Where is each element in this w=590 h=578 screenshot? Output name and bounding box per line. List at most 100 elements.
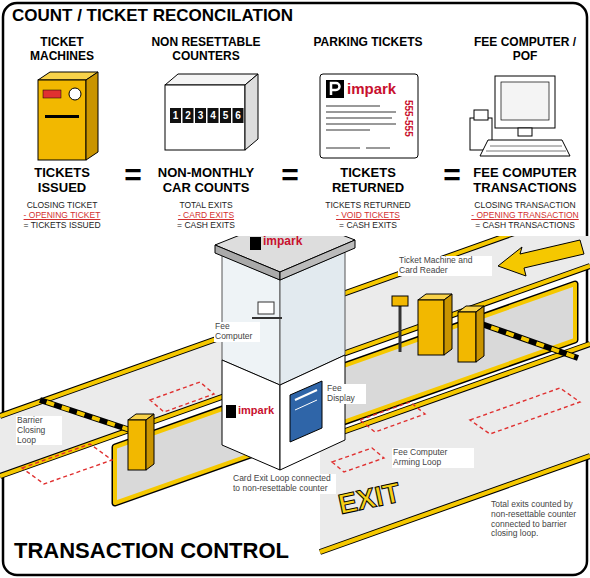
fine-print-line <box>326 129 370 131</box>
formula-result: = CASH TRANSACTIONS <box>465 221 585 231</box>
ticket-fine-print <box>326 106 396 148</box>
column-heading: TICKET MACHINES <box>7 36 117 64</box>
machine-display <box>43 90 61 98</box>
digit-wheel <box>170 108 181 123</box>
logo-mark <box>326 80 344 98</box>
column-heading: FEE COMPUTER / POF <box>469 36 581 64</box>
counter-digit: 1 <box>170 108 181 123</box>
callout-label: Fee Computer <box>214 322 260 342</box>
digit-wheel <box>220 108 231 123</box>
formula-result: = CASH EXITS <box>310 221 426 231</box>
lane-edge <box>320 456 590 552</box>
digit-wheel <box>183 108 194 123</box>
digit-wheel <box>233 108 244 123</box>
digit-wheel <box>195 108 206 123</box>
fine-print-line <box>326 105 380 107</box>
callout-label: Ticket Machine and Card Reader <box>398 256 492 276</box>
logo-mark <box>331 83 340 95</box>
lane-edge <box>320 456 590 552</box>
barrier-arm <box>476 322 578 358</box>
counter-digit: 5 <box>220 108 231 123</box>
counter-icon <box>165 74 258 150</box>
display-line <box>295 400 317 410</box>
monitor-stand <box>518 128 532 136</box>
exit-marking: EXIT <box>336 471 431 521</box>
fine-print-line <box>366 147 390 149</box>
machine-side <box>86 72 98 160</box>
formula-line: TOTAL EXITS <box>148 201 264 211</box>
keyboard <box>480 140 570 156</box>
card-reader-pole <box>399 305 402 352</box>
ticket-card <box>320 74 418 158</box>
fee-display <box>290 381 322 442</box>
formula-result: = CASH EXITS <box>148 221 264 231</box>
parking-ticket-icon <box>320 74 418 158</box>
entry-arrow <box>498 240 584 276</box>
booth-panel <box>222 360 280 470</box>
machine-clock <box>69 88 81 100</box>
diagram-title: COUNT / TICKET RECONCILATION <box>12 6 293 26</box>
counter-top <box>252 317 282 319</box>
formula-line: CLOSING TRANSACTION <box>465 201 585 211</box>
logo-mark <box>226 405 236 418</box>
booth <box>215 236 355 470</box>
barrier-arm <box>476 322 578 358</box>
ticket-number: 555-555 <box>402 100 414 137</box>
callout-label: Card Exit Loop connected to non-resettab… <box>232 474 336 494</box>
count-heading: TICKETS ISSUED <box>9 166 115 196</box>
formula-line: TICKETS RETURNED <box>310 201 426 211</box>
barrier-post <box>146 414 154 470</box>
logo-mark <box>250 237 261 250</box>
callout-label: Fee Display <box>326 384 366 404</box>
callout-label: Fee Computer Arming Loop <box>392 448 474 468</box>
formula-line: CLOSING TICKET <box>4 201 120 211</box>
ticket-machine-icon <box>38 72 98 160</box>
keyboard-keys <box>486 151 566 152</box>
barrier-post <box>458 312 476 362</box>
detector-loop <box>150 382 214 412</box>
digit-wheel <box>208 108 219 123</box>
keyboard-keys <box>490 146 562 147</box>
receipt-paper <box>474 110 488 120</box>
barrier-post <box>128 420 146 470</box>
diagram-caption: TRANSACTION CONTROL <box>14 538 289 563</box>
callout-label: Barrier Closing Loop <box>16 416 62 445</box>
counter-side <box>245 74 258 150</box>
count-heading: NON-MONTHLY CAR COUNTS <box>150 166 262 196</box>
fee-computer-icon <box>258 302 274 314</box>
fine-print-line <box>326 117 392 119</box>
ticket-slot <box>45 115 79 118</box>
column-heading: NON RESETTABLE COUNTERS <box>142 36 270 64</box>
arming-loop <box>360 402 425 432</box>
fine-print-line <box>326 111 396 113</box>
equals-sign: = <box>441 160 463 190</box>
booth-logo: impark <box>238 404 280 417</box>
counter-top <box>165 74 258 85</box>
callout-label: Total exits counted by non-resettable co… <box>490 500 578 539</box>
counter-body <box>165 85 245 150</box>
ticket-logo: impark <box>347 80 411 97</box>
detector-loops <box>22 382 580 484</box>
formula-subtract: - OPENING TRANSACTION <box>465 211 585 221</box>
fine-print-line <box>326 123 396 125</box>
fine-print-line <box>326 147 360 149</box>
fee-computer-icon <box>470 76 570 156</box>
barrier-post <box>476 306 484 362</box>
equals-sign: = <box>279 160 301 190</box>
formula-subtract: - VOID TICKETS <box>310 211 426 221</box>
barrier-closing-loop <box>22 444 112 484</box>
ticket-machine <box>444 294 452 355</box>
display-line <box>295 390 317 400</box>
count-heading: TICKETS RETURNED <box>312 166 424 196</box>
counter-digit: 2 <box>183 108 194 123</box>
machine-body <box>38 80 86 160</box>
formula-subtract: - OPENING TICKET <box>4 211 120 221</box>
booth-roof-edge <box>215 245 280 280</box>
formula-subtract: - CARD EXITS <box>148 211 264 221</box>
total-exit-loop <box>470 388 580 434</box>
monitor-screen <box>501 82 549 120</box>
column-heading: PARKING TICKETS <box>313 36 423 50</box>
entry-equipment <box>392 294 578 362</box>
